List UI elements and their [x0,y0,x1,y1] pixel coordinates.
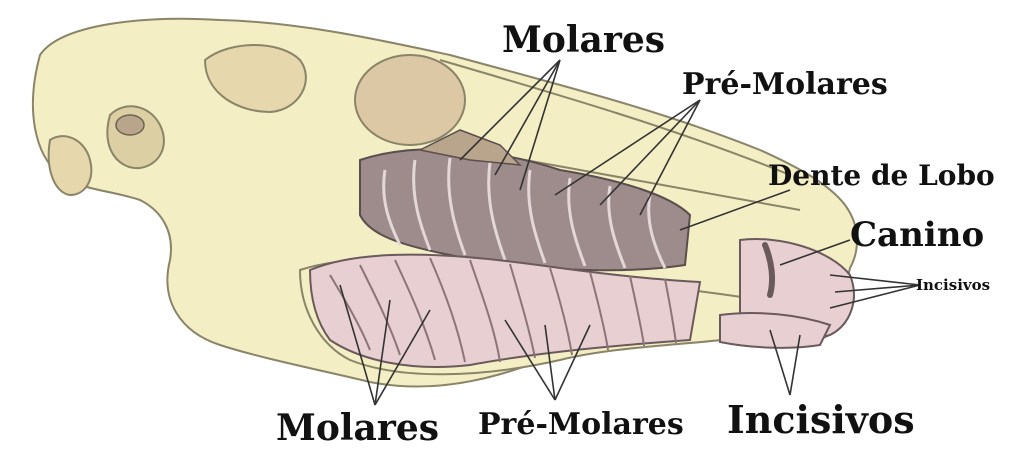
label-incisivos-upper: Incisivos [916,278,990,293]
label-canino: Canino [850,218,984,252]
label-premolares-lower: Pré-Molares [478,410,684,440]
orbit-inner [116,115,144,135]
label-incisivos-lower: Incisivos [727,401,915,439]
sinus-large [355,55,465,145]
label-molares-upper: Molares [502,22,665,58]
label-dente-de-lobo: Dente de Lobo [768,162,995,190]
label-molares-lower: Molares [276,410,439,446]
label-premolares-upper: Pré-Molares [682,70,888,100]
